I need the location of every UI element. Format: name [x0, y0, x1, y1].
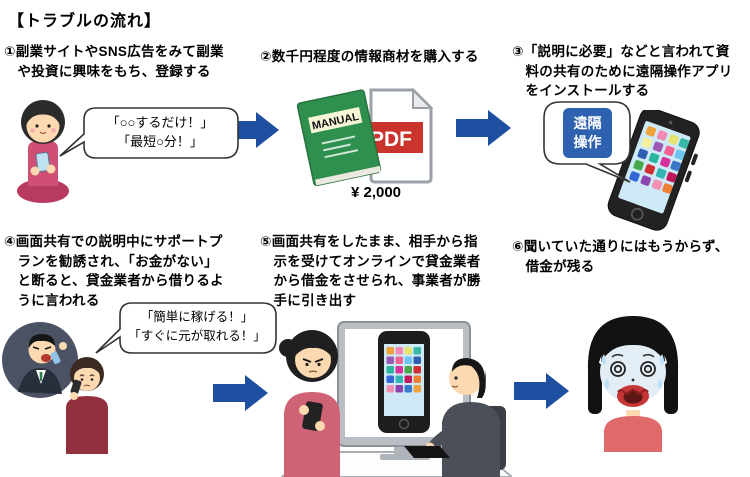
remote-app-bubble: 遠隔 操作: [542, 100, 642, 184]
step-4-text: ④画面共有での説明中にサポートプ ランを勧誘され、「お金がない」 と断ると、貸金…: [4, 234, 224, 308]
manual-and-pdf-illustration: PDF MANUAL: [296, 87, 434, 186]
angry-woman: [279, 330, 340, 477]
step-5-text: ⑤画面共有をしたまま、相手から指 示を受けてオンラインで貸金業者 から借金をさせ…: [260, 234, 481, 308]
speech-bubble-outline: [59, 107, 239, 159]
step-1-text: ①副業サイトやSNS広告をみて副業 や投資に興味をもち、登録する: [4, 44, 224, 79]
step-1-speech-bubble: 「○○するだけ！」 「最短○分！」: [56, 106, 240, 170]
sweat-drops: [601, 354, 664, 389]
spiral-eyes: [610, 361, 656, 377]
worried-woman: [66, 357, 108, 454]
operator-man: [404, 358, 506, 477]
step-2-text: ②数千円程度の情報商材を購入する: [260, 49, 479, 64]
step-3-text: ③「説明に必要」などと言われて資 料の共有のために遠隔操作アプリ をインストール…: [512, 44, 733, 99]
step-6-text: ⑥聞いていた通りにはもうからず、 借金が残る: [512, 239, 729, 274]
smartphone-illustration: [607, 110, 700, 231]
price-label: ¥ 2,000: [350, 184, 402, 201]
page-title: 【トラブルの流れ】: [8, 13, 162, 30]
woman-kneeling-illustration: [17, 100, 69, 203]
pdf-file-icon: PDF: [359, 87, 434, 184]
manual-book-icon: MANUAL: [296, 89, 382, 186]
step-4-bubble-text: 「簡単に稼げる！」 「すぐに元が取れる！」: [128, 310, 266, 343]
phone-on-screen: [378, 331, 430, 433]
step-1-bubble-text: 「○○するだけ！」 「最短○分！」: [106, 114, 214, 150]
flow-arrow-icon: [213, 375, 268, 411]
smartphone-icon: [607, 110, 700, 231]
flow-arrow-icon: [514, 373, 569, 409]
speech-bubble-outline: [95, 302, 277, 354]
scam-call-illustration: [2, 322, 108, 454]
flow-arrow-icon: [456, 110, 511, 146]
shocked-woman-illustration: [587, 316, 679, 452]
remote-app-icon: 遠隔 操作: [563, 108, 612, 158]
pdf-label: PDF: [370, 128, 412, 151]
step-4-speech-bubble: 「簡単に稼げる！」 「すぐに元が取れる！」: [92, 301, 278, 365]
screen-sharing-illustration: [279, 321, 512, 477]
